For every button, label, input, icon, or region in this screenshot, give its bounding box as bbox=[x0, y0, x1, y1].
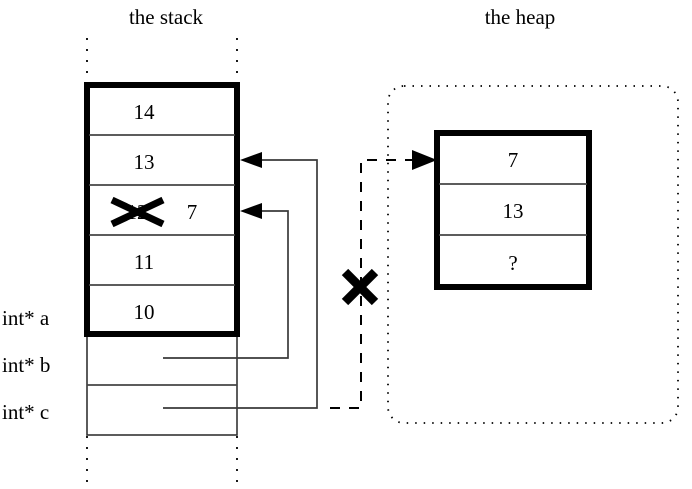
heap-cell-value-1: 13 bbox=[503, 199, 524, 223]
stack-cell-value-4: 10 bbox=[134, 300, 155, 324]
connector-c-to-heap-dashed bbox=[330, 159, 421, 409]
heap-title: the heap bbox=[485, 5, 556, 29]
pointer-label-b: int* b bbox=[2, 353, 50, 377]
pointer-label-c: int* c bbox=[2, 400, 49, 424]
heap-cell-value-0: 7 bbox=[508, 148, 519, 172]
stack-title: the stack bbox=[129, 5, 204, 29]
arrowhead-c-to-heap bbox=[412, 150, 437, 170]
arrowhead-b-to-stack-cell bbox=[240, 203, 262, 219]
stack-cell-value-1: 13 bbox=[134, 150, 155, 174]
stack-cell-value-2: 7 bbox=[187, 200, 198, 224]
heap-block bbox=[434, 130, 592, 290]
stack-cell-strikeout-2 bbox=[110, 196, 165, 228]
stack-value-block bbox=[84, 82, 240, 337]
stack-cell-value-0: 14 bbox=[134, 100, 156, 124]
stack-cell-value-3: 11 bbox=[134, 250, 154, 274]
connector-c-to-stack-cell bbox=[163, 159, 318, 409]
cancel-x-mark bbox=[341, 268, 379, 306]
pointer-label-a: int* a bbox=[2, 306, 50, 330]
connector-b-to-stack-cell bbox=[163, 210, 289, 359]
heap-region-boundary bbox=[387, 85, 679, 424]
arrowhead-c-to-stack-cell bbox=[240, 152, 262, 168]
heap-cell-value-2: ? bbox=[508, 251, 517, 275]
